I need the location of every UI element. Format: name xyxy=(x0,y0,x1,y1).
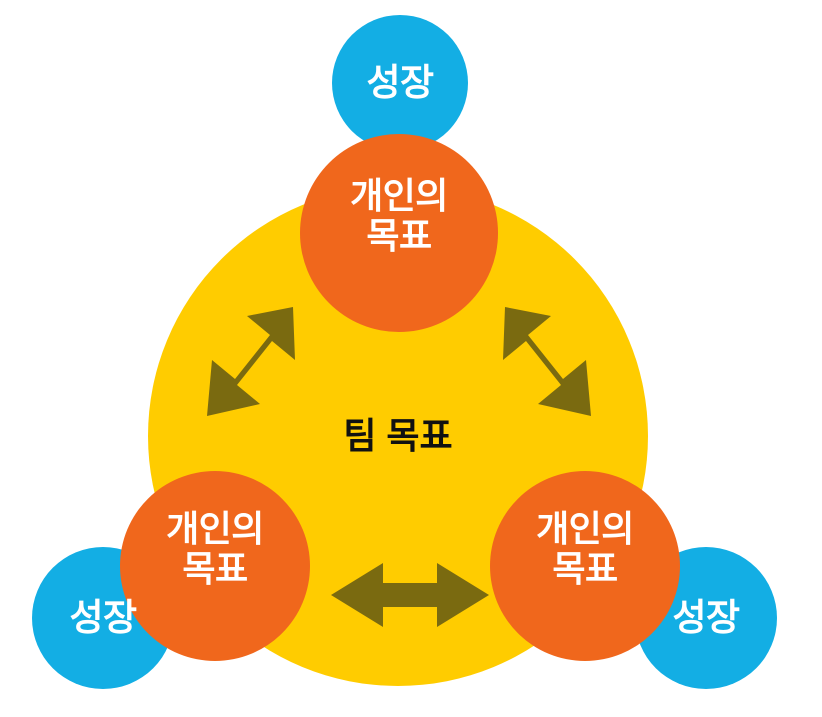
personal-goal-circle-bottom-left[interactable] xyxy=(120,471,310,661)
right-double-arrow-icon xyxy=(503,307,591,416)
personal-goal-circle-top[interactable] xyxy=(300,134,498,332)
growth-circle-top[interactable] xyxy=(332,15,468,151)
left-double-arrow-icon xyxy=(207,307,295,416)
bottom-double-arrow-icon xyxy=(331,563,489,627)
personal-goal-circle-bottom-right[interactable] xyxy=(490,471,680,661)
